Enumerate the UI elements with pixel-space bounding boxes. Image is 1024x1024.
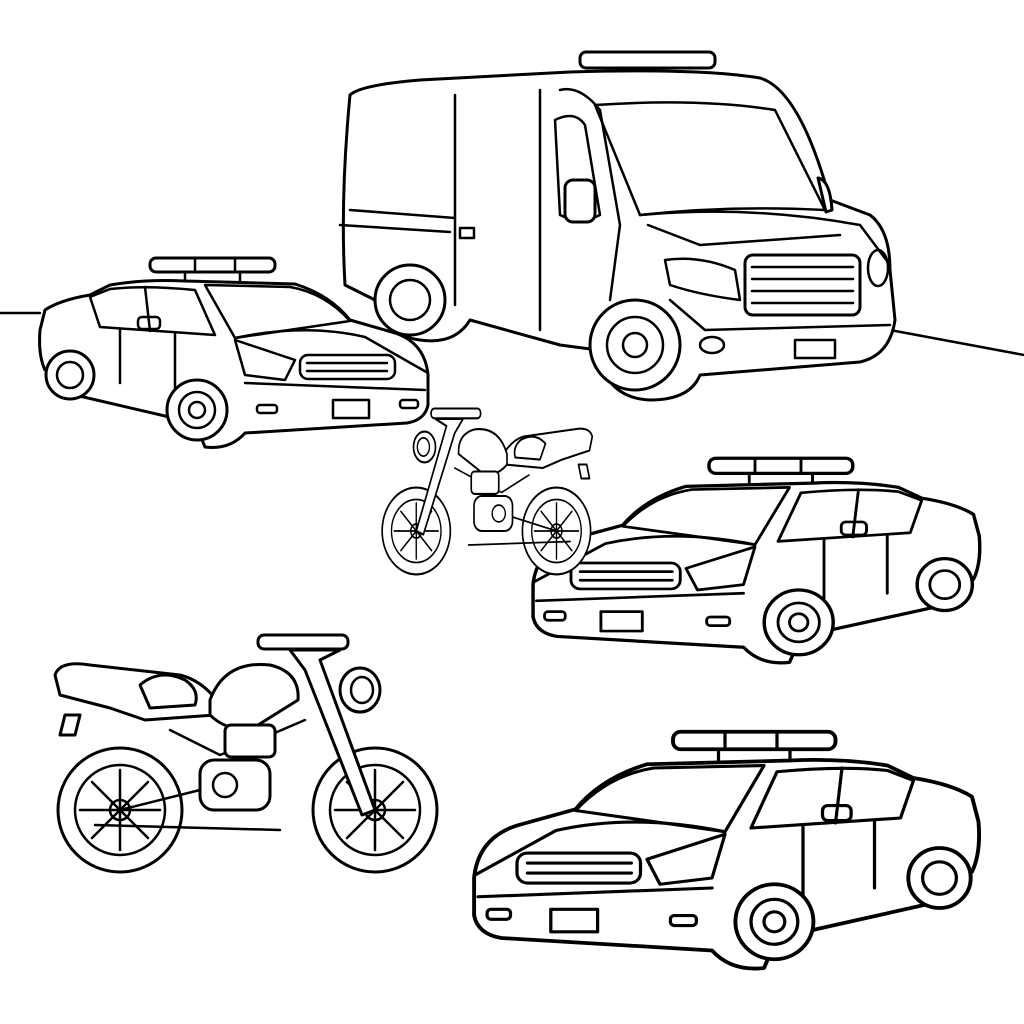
police-van [338, 50, 897, 402]
ground-line-right [888, 328, 1024, 357]
